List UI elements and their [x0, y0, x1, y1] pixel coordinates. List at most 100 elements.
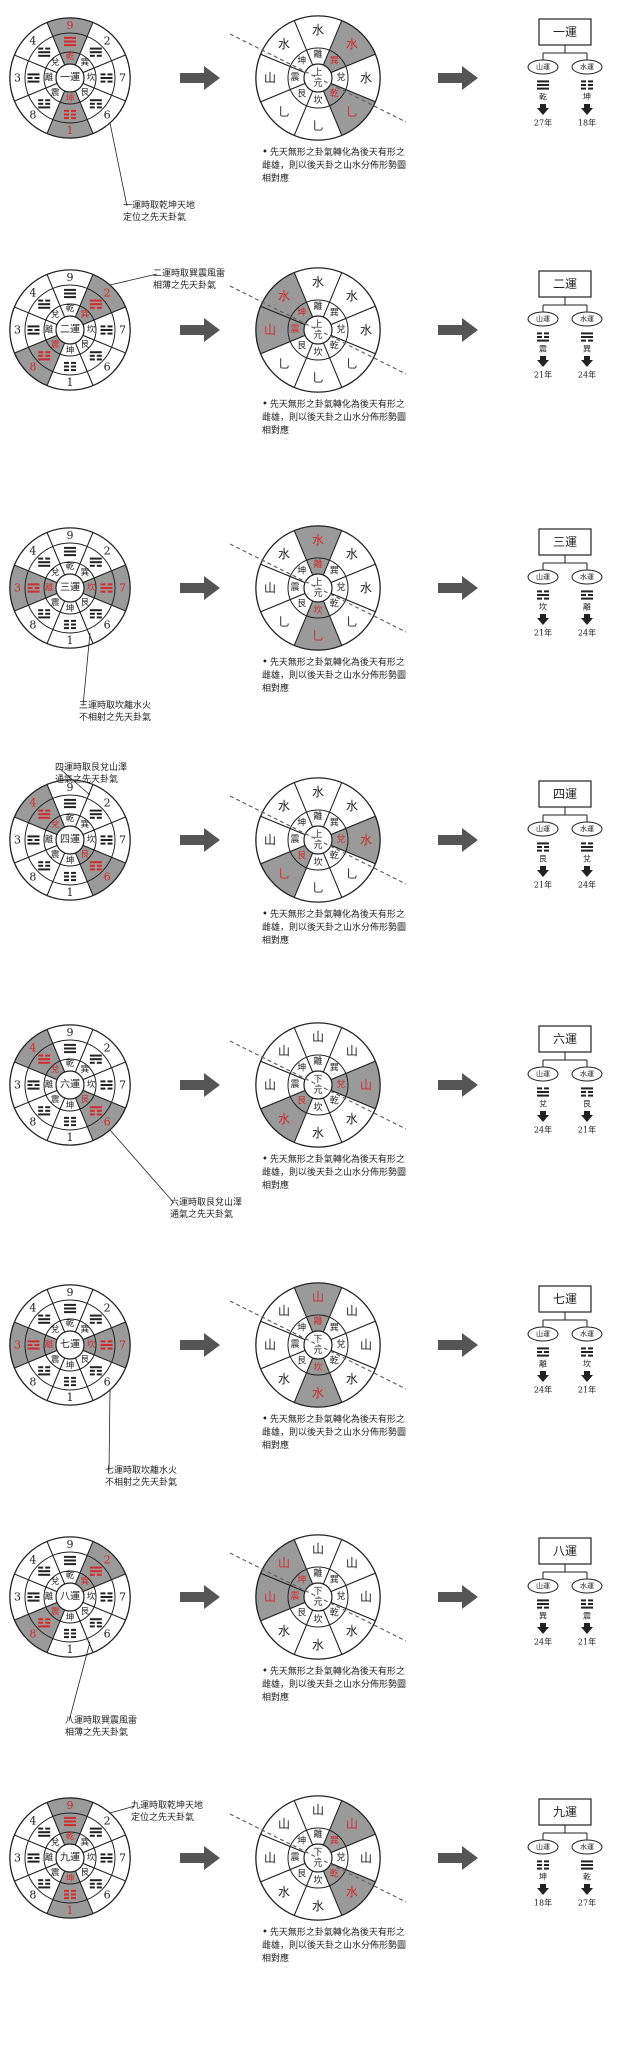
shan-shui-label: 水 — [312, 1899, 324, 1913]
shan-shui-label: 水 — [278, 289, 290, 303]
trigram-icon — [100, 835, 113, 845]
trigram-name: 離 — [313, 300, 322, 312]
yao-broken — [89, 1109, 95, 1112]
yun-ellipse — [527, 1839, 559, 1855]
yao-broken — [89, 1573, 95, 1576]
trigram-icon — [89, 809, 102, 819]
trigram-name: 坎 — [87, 582, 96, 593]
trigram-name: 兌 — [51, 309, 60, 320]
yao-solid — [38, 51, 51, 54]
yao-broken — [107, 1080, 113, 1083]
trigram-name: 巽 — [330, 1063, 339, 1074]
yao-solid — [89, 51, 102, 54]
yao-broken — [544, 1864, 549, 1866]
yao-broken — [38, 1314, 44, 1317]
trigram-icon — [27, 583, 40, 593]
run-box-label: 三運 — [553, 535, 577, 549]
trigram-icon — [64, 109, 76, 120]
yao-broken — [34, 1344, 40, 1346]
yao-broken — [581, 594, 586, 596]
yao-broken — [107, 332, 113, 335]
trigram-icon — [537, 1347, 549, 1357]
wheel-number: 9 — [67, 19, 74, 32]
yao-solid — [89, 303, 102, 306]
yun-ellipse — [527, 1578, 559, 1594]
down-arrow — [581, 614, 593, 625]
ring-1 — [287, 809, 349, 871]
wheel-number: 3 — [14, 1591, 21, 1604]
yao-broken — [45, 1054, 51, 1057]
trigram-name: 乾 — [330, 87, 339, 99]
ring-2 — [24, 1812, 116, 1904]
yao-broken — [27, 329, 33, 331]
explanation-note: •先天無形之卦氣轉化為後天有形之雌雄，則以後天卦之山水分佈形勢圖相對應 — [262, 146, 412, 186]
trigram-icon — [89, 1618, 102, 1628]
trigram-name: 乾 — [66, 1831, 75, 1842]
wheel-number: 8 — [29, 1889, 36, 1902]
trigram-icon — [64, 288, 76, 299]
yao-broken — [537, 849, 542, 852]
yao-solid — [27, 1340, 40, 1343]
flow-arrow — [180, 828, 220, 852]
shan-shui-label: 水 — [278, 1372, 290, 1386]
yao-broken — [100, 590, 106, 593]
bullet-icon: • — [262, 1666, 268, 1677]
shan-shui-label: 乚 — [346, 615, 358, 629]
yao-solid — [38, 1373, 51, 1376]
shan-shui-label: 水 — [360, 323, 372, 337]
yuan-label: 元 — [313, 1086, 322, 1096]
wheel-number: 4 — [29, 1814, 36, 1827]
yao-solid — [64, 806, 76, 809]
wheel-number: 3 — [14, 72, 21, 85]
yao-broken — [544, 597, 549, 600]
yao-broken — [581, 1599, 586, 1602]
trigram-icon — [64, 1555, 76, 1566]
trigram-name: 艮 — [81, 1607, 90, 1617]
yuan-label: 下 — [313, 1587, 322, 1597]
yao-broken — [45, 299, 51, 302]
explanation-note: •先天無形之卦氣轉化為後天有形之雌雄，則以後天卦之山水分佈形勢圖相對應 — [262, 1153, 412, 1193]
yao-broken — [89, 864, 95, 867]
yao-broken — [38, 299, 44, 302]
shan-shui-label: 乚 — [312, 371, 324, 385]
yao-broken — [71, 1628, 76, 1631]
yao-broken — [96, 816, 102, 819]
yao-broken — [537, 332, 542, 335]
yao-solid — [27, 1599, 40, 1602]
down-arrow — [537, 1623, 549, 1634]
shan-shui-label: 山 — [264, 833, 276, 847]
wheel-number: 9 — [67, 1538, 74, 1551]
trigram-icon — [581, 1347, 593, 1357]
trigram-name: 坤 — [66, 93, 75, 104]
trigram-icon — [581, 80, 593, 90]
trigram-icon — [27, 1080, 40, 1090]
shan-shui-label: 水 — [312, 533, 324, 547]
trigram-name: 巽 — [330, 1836, 339, 1847]
yao-solid — [89, 609, 102, 612]
yuan-label: 元 — [313, 841, 322, 851]
yao-broken — [581, 1354, 586, 1357]
down-arrow — [537, 866, 549, 877]
wheel-number: 7 — [119, 834, 126, 847]
down-arrow — [537, 1884, 549, 1895]
center-hub — [55, 1843, 85, 1873]
trigram-icon — [27, 1592, 40, 1602]
yuan-label: 元 — [313, 1859, 322, 1869]
wheel-number: 7 — [119, 72, 126, 85]
wheel-number: 9 — [67, 529, 74, 542]
yun-ellipse — [571, 1066, 603, 1082]
shan-shui-label: 山 — [278, 1304, 290, 1318]
trigram-name: 震 — [290, 582, 299, 593]
yao-broken — [27, 839, 33, 841]
yao-solid — [581, 1606, 593, 1609]
right-yun-label: 水運 — [580, 314, 594, 323]
yao-broken — [537, 1860, 542, 1863]
yao-broken — [71, 1116, 76, 1119]
yao-broken — [89, 1113, 95, 1116]
trigram-name: 兌 — [336, 1079, 345, 1090]
years-label: 21年 — [534, 880, 552, 890]
gua-name: 離 — [539, 1359, 547, 1369]
trigram-name: 乾 — [330, 1867, 339, 1879]
